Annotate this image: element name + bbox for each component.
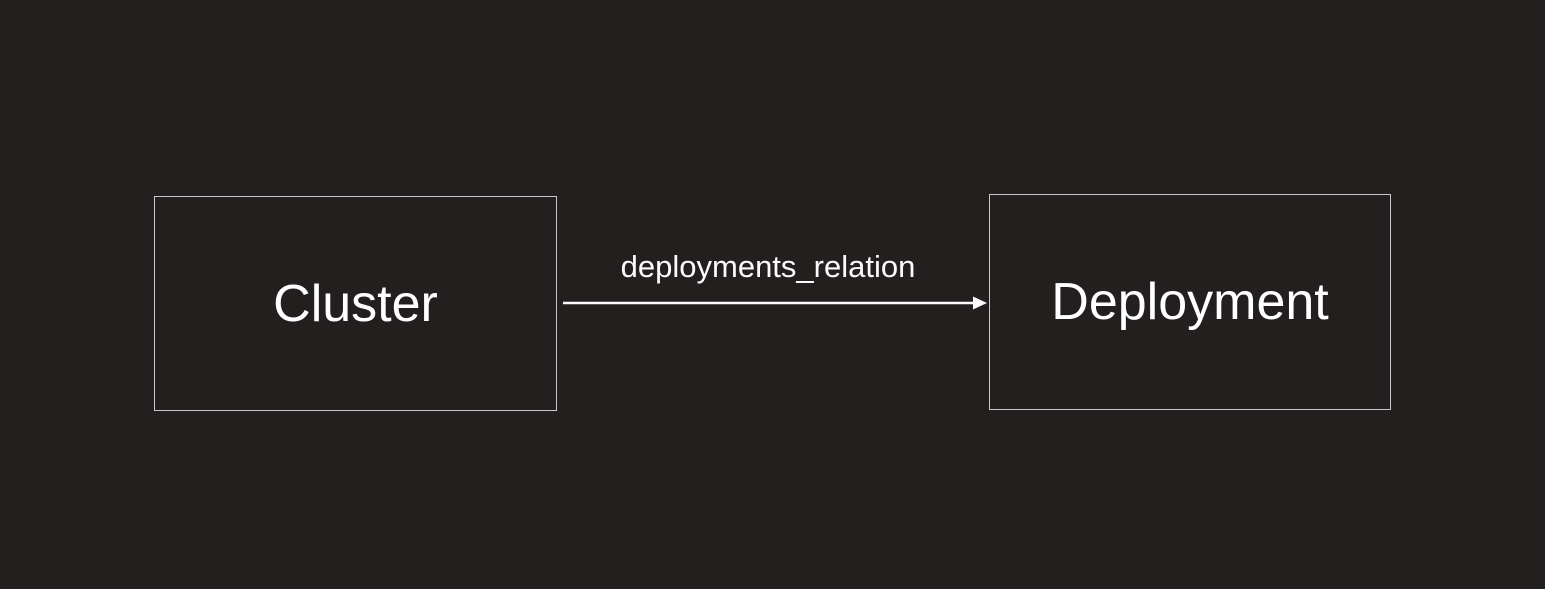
arrowhead-right-icon bbox=[973, 296, 987, 310]
node-cluster-label: Cluster bbox=[273, 274, 438, 333]
node-deployment-label: Deployment bbox=[1051, 273, 1329, 331]
node-cluster[interactable]: Cluster bbox=[154, 196, 557, 411]
edge-deployments-relation-label: deployments_relation bbox=[620, 249, 916, 284]
edge-deployments-relation-arrow bbox=[563, 296, 987, 310]
node-deployment[interactable]: Deployment bbox=[989, 194, 1391, 410]
